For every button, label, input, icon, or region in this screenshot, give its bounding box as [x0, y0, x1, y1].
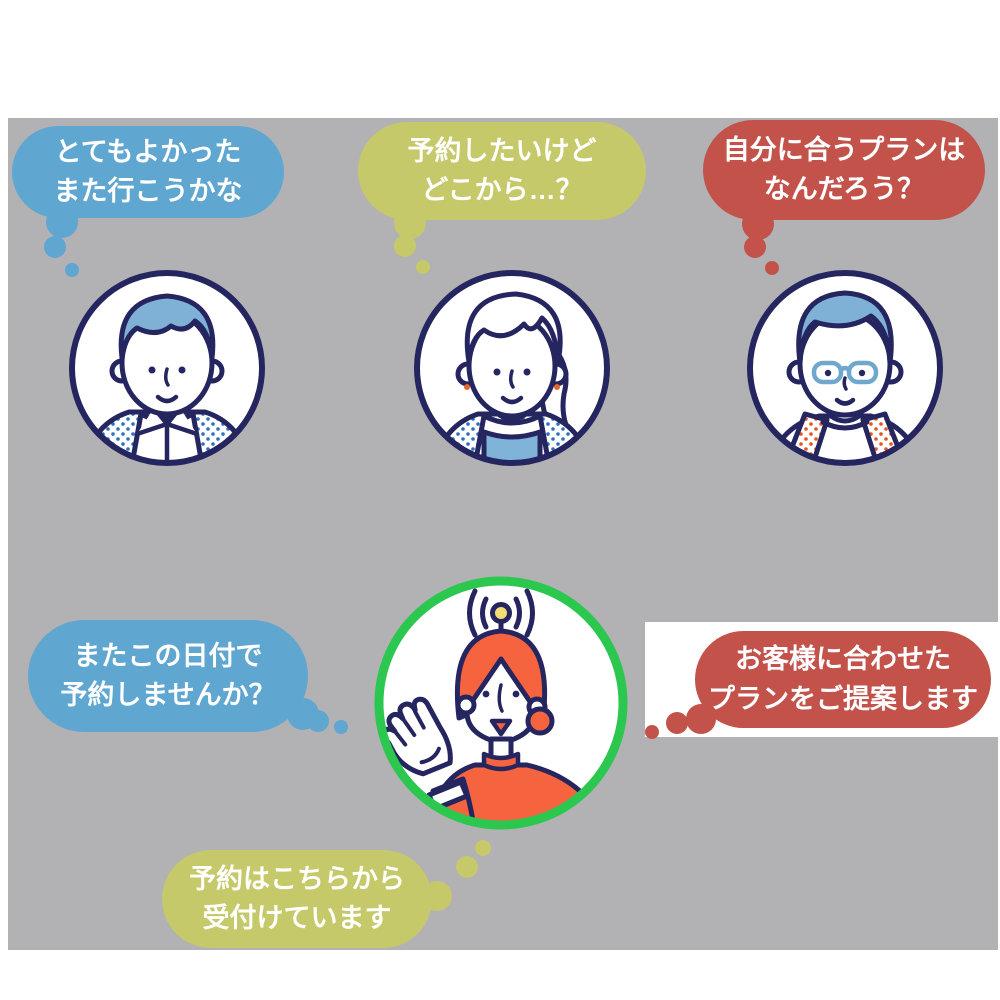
customer-male-blue-hair-avatar: [65, 266, 269, 470]
thought-bubble-customer-plan: 自分に合うプランは なんだろう？: [703, 120, 985, 220]
bubble-tail-dot: [394, 235, 416, 257]
bubble-text-line: 受付けています: [202, 903, 392, 933]
bubble-text-line: どこから…？: [421, 175, 583, 205]
thought-bubble-concierge-reception: 予約はこちらから 受付けています: [162, 850, 432, 948]
bubble-tail-dot: [475, 840, 491, 856]
ai-concierge-antenna-avatar: [371, 573, 631, 833]
bubble-tail-dot: [666, 712, 688, 734]
bubble-text-line: なんだろう？: [763, 174, 925, 204]
customer-female-wavy-hair-avatar: [410, 266, 614, 470]
bubble-tail-dot: [645, 725, 659, 739]
bubble-tail-dot: [65, 263, 79, 277]
woman-avatar-icon: [414, 270, 610, 466]
bubble-text-line: またこの日付で: [73, 640, 263, 671]
thought-bubble-concierge-rebooking: またこの日付で 予約しませんか？: [28, 620, 308, 732]
bubble-text-line: お客様に合わせた: [735, 644, 951, 675]
bubble-text-line: また行こうかな: [53, 176, 243, 206]
bubble-text-line: とてもよかった: [54, 136, 242, 167]
bubble-tail-dot: [744, 236, 766, 258]
bubble-tail-dot: [307, 710, 329, 732]
bubble-tail-dot: [44, 236, 66, 258]
glasses-avatar-icon: [747, 270, 943, 466]
bubble-tail-dot: [334, 720, 348, 734]
bubble-text-line: 予約したいけど: [407, 135, 597, 166]
thought-bubble-concierge-proposal: お客様に合わせた プランをご提案します: [695, 631, 991, 728]
ai-concierge-avatar-icon: [374, 576, 628, 830]
man-avatar-icon: [69, 270, 265, 466]
bubble-tail-dot: [765, 261, 779, 275]
thought-bubble-customer-booking: 予約したいけど どこから…？: [358, 122, 646, 220]
bubble-text-line: 予約はこちらから: [189, 863, 405, 894]
bubble-tail-dot: [416, 260, 430, 274]
thought-bubble-customer-review: とてもよかった また行こうかな: [12, 126, 284, 218]
customer-glasses-avatar: [743, 266, 947, 470]
bubble-text-line: 自分に合うプランは: [722, 134, 966, 165]
bubble-text-line: 予約しませんか？: [60, 680, 276, 710]
bubble-text-line: プランをご提案します: [708, 683, 978, 714]
bubble-tail-dot: [456, 856, 478, 878]
